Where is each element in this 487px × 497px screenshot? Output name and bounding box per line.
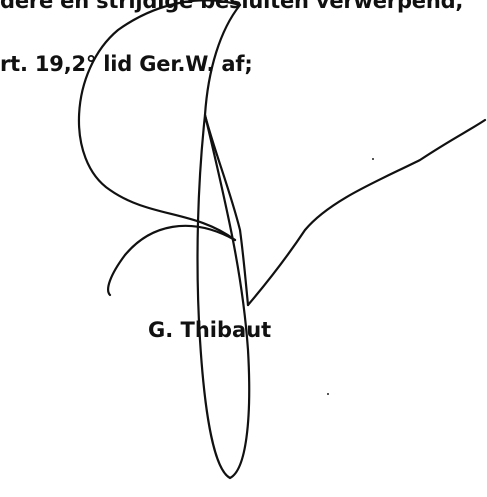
ink-speck: [327, 393, 329, 395]
signature-stroke-right-upper: [203, 3, 250, 307]
signatory-name: G. Thibaut: [148, 318, 272, 342]
signature-stroke-loop: [77, 0, 242, 242]
ink-speck: [372, 158, 374, 160]
signature-stroke-flourish: [246, 118, 487, 307]
text-line-2: rt. 19,2° lid Ger.W. af;: [0, 52, 253, 76]
signature-stroke-teardrop: [196, 113, 251, 480]
signature-stroke-lower-arc: [107, 224, 237, 297]
text-line-1: dere en strijdige besluiten verwerpend,: [0, 0, 464, 13]
